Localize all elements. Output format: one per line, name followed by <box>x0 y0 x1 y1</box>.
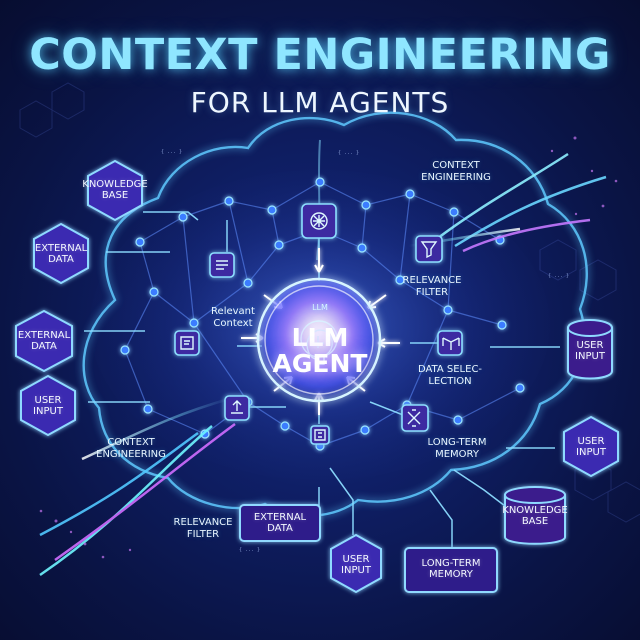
data-selection-callout: DATA SELEC- LECTION <box>417 364 483 387</box>
page-subtitle: FOR LLM AGENTS <box>190 86 450 119</box>
code-snippet-left-top: { ... } <box>161 149 183 155</box>
page-title: CONTEXT ENGINEERING <box>29 30 611 80</box>
center-orb <box>256 277 382 403</box>
external-data-label-left-top: EXTERNAL DATA <box>34 243 88 265</box>
upload-icon <box>231 400 243 414</box>
shield-chip-icon <box>314 429 326 441</box>
relevance-filter-callout-bottom: RELEVANCE FILTER <box>173 517 233 540</box>
long-term-memory-label-bottom: LONG-TERM MEMORY <box>421 558 481 580</box>
code-snippet-right: { ... } <box>548 273 570 279</box>
hex-nodes <box>15 159 619 594</box>
user-input-label-right-mid: USER INPUT <box>576 436 606 458</box>
flow-beams <box>39 152 607 577</box>
document-icon <box>180 336 194 350</box>
network-icon <box>442 337 460 350</box>
rect-nodes <box>239 504 498 593</box>
code-snippet-top-right: { ... } <box>338 150 360 156</box>
knowledge-base-label-right: KNOWLEDGE BASE <box>502 505 568 527</box>
filter-icon <box>420 241 438 259</box>
brain-chip-icon <box>310 212 328 230</box>
user-input-label-left: USER INPUT <box>33 395 63 417</box>
memory-icon <box>407 409 421 427</box>
knowledge-base-label-left: KNOWLEDGE BASE <box>82 179 148 201</box>
center-ring <box>264 285 374 395</box>
ai-head-icon <box>300 320 338 358</box>
icon-glyphs <box>180 212 460 441</box>
brain-center-line <box>316 139 321 261</box>
context-engineering-callout-top: CONTEXT ENGINEERING <box>421 160 491 183</box>
user-input-label-right-top: USER INPUT <box>575 340 605 362</box>
relevant-context-callout: Relevant Context <box>211 306 255 329</box>
long-term-memory-callout-inner: LONG-TERM MEMORY <box>427 437 487 460</box>
llm-agent-label: LLM AGENT <box>272 323 368 379</box>
particle-dots <box>39 136 618 559</box>
code-snippet-bottom: { ... } <box>239 547 261 553</box>
list-icon <box>216 260 228 270</box>
cylinder-nodes <box>504 319 613 545</box>
llm-badge: LLM <box>312 303 328 312</box>
context-engineering-callout-bottom: CONTEXT ENGINEERING <box>96 437 166 460</box>
user-input-label-bottom: USER INPUT <box>341 554 371 576</box>
brain-network-lines <box>124 181 521 447</box>
relevance-filter-callout-top: RELEVANCE FILTER <box>402 275 462 298</box>
external-data-label-bottom: EXTERNAL DATA <box>253 512 307 534</box>
external-data-label-left-mid: EXTERNAL DATA <box>17 330 71 352</box>
